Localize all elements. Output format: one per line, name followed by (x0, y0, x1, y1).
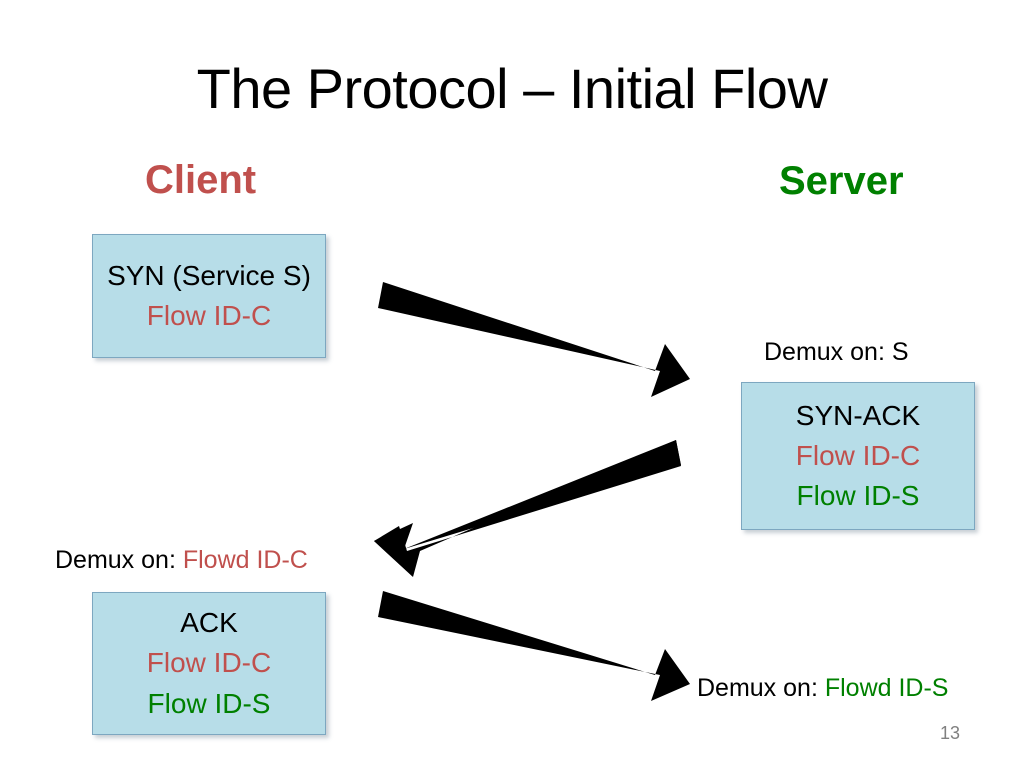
demux-label-server-service: Demux on: S (764, 337, 909, 367)
ack-arrow (378, 591, 690, 701)
server-column-heading: Server (779, 159, 904, 203)
demux-label-server-flow-id-s: Demux on: Flowd ID-S (697, 673, 948, 703)
message-line: SYN-ACK (795, 399, 921, 431)
page-title: The Protocol – Initial Flow (196, 57, 828, 120)
syn-arrow (378, 282, 690, 397)
demux-prefix: Demux on: (697, 674, 825, 702)
message-box-syn-ack: SYN-ACK Flow ID-C Flow ID-S (741, 382, 975, 530)
message-box-ack: ACK Flow ID-C Flow ID-S (92, 592, 326, 735)
message-line: Flow ID-S (147, 687, 271, 719)
message-line: Flow ID-C (146, 647, 272, 679)
message-line: SYN (Service S) (107, 259, 311, 291)
client-column-heading: Client (145, 158, 257, 202)
demux-prefix: Demux on: (55, 546, 183, 574)
demux-value: S (891, 338, 909, 366)
demux-prefix: Demux on: (764, 338, 892, 366)
message-line: Flow ID-C (795, 439, 921, 471)
message-line: Flow ID-C (146, 300, 272, 331)
page-number: 13 (939, 723, 961, 743)
demux-label-client-flow-id-c: Demux on: Flowd ID-C (55, 545, 308, 575)
demux-value: Flowd ID-S (824, 674, 949, 702)
synack-arrow (374, 440, 681, 577)
message-box-syn: SYN (Service S) Flow ID-C (92, 234, 326, 358)
demux-value: Flowd ID-C (182, 546, 308, 574)
message-line: Flow ID-S (796, 480, 920, 512)
message-line: ACK (180, 607, 238, 639)
